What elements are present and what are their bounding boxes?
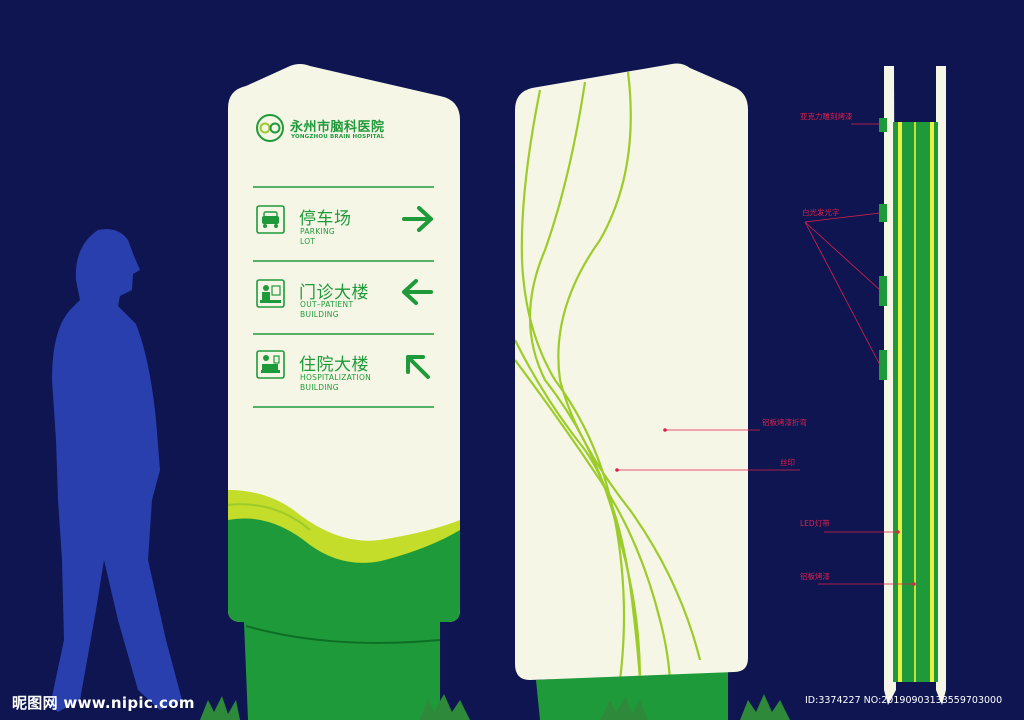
- direction-parking-label: 停车场: [299, 209, 352, 229]
- hospital-name-english: YONGZHOU BRAIN HOSPITAL: [291, 134, 385, 140]
- callout-acrylic: 亚克力雕刻烤漆: [800, 112, 853, 121]
- direction-outpatient-label: 门诊大楼: [299, 283, 369, 303]
- doctor-desk-icon: [256, 279, 285, 308]
- callout-white-light: 白光发光字: [802, 208, 840, 217]
- grass-decoration: [200, 694, 790, 720]
- callout-silkscreen: 丝印: [780, 458, 795, 467]
- hospital-logo-icon: [256, 114, 284, 142]
- hospital-name: 永州市脑科医院: [290, 120, 385, 135]
- sign-back: [515, 63, 748, 720]
- direction-parking-english: PARKING LOT: [300, 227, 336, 246]
- sign-front: [228, 64, 460, 720]
- callout-aluminum-paint: 铝板烤漆: [800, 572, 830, 581]
- callout-lines: [617, 123, 914, 585]
- cross-section-diagram: [879, 66, 946, 705]
- arrow-right-icon: [402, 206, 433, 232]
- watermark-text: 昵图网 www.nipic.com: [12, 694, 195, 712]
- image-id-text: ID:3374227 NO:20190903133559703000: [805, 695, 1003, 706]
- arrow-up-left-icon: [406, 355, 430, 379]
- callout-led: LED灯带: [800, 519, 830, 528]
- direction-outpatient-english: OUT–PATIENT BUILDING: [300, 300, 354, 319]
- arrow-left-icon: [402, 279, 433, 305]
- callout-aluminum-panel: 铝板烤漆折弯: [762, 418, 807, 427]
- callout-dots: [615, 428, 916, 586]
- hospital-bed-icon: [256, 350, 285, 379]
- direction-inpatient-label: 住院大楼: [299, 355, 369, 375]
- direction-inpatient-english: HOSPITALIZATION BUILDING: [300, 373, 372, 392]
- car-icon: [256, 205, 285, 234]
- person-silhouette: [50, 229, 182, 712]
